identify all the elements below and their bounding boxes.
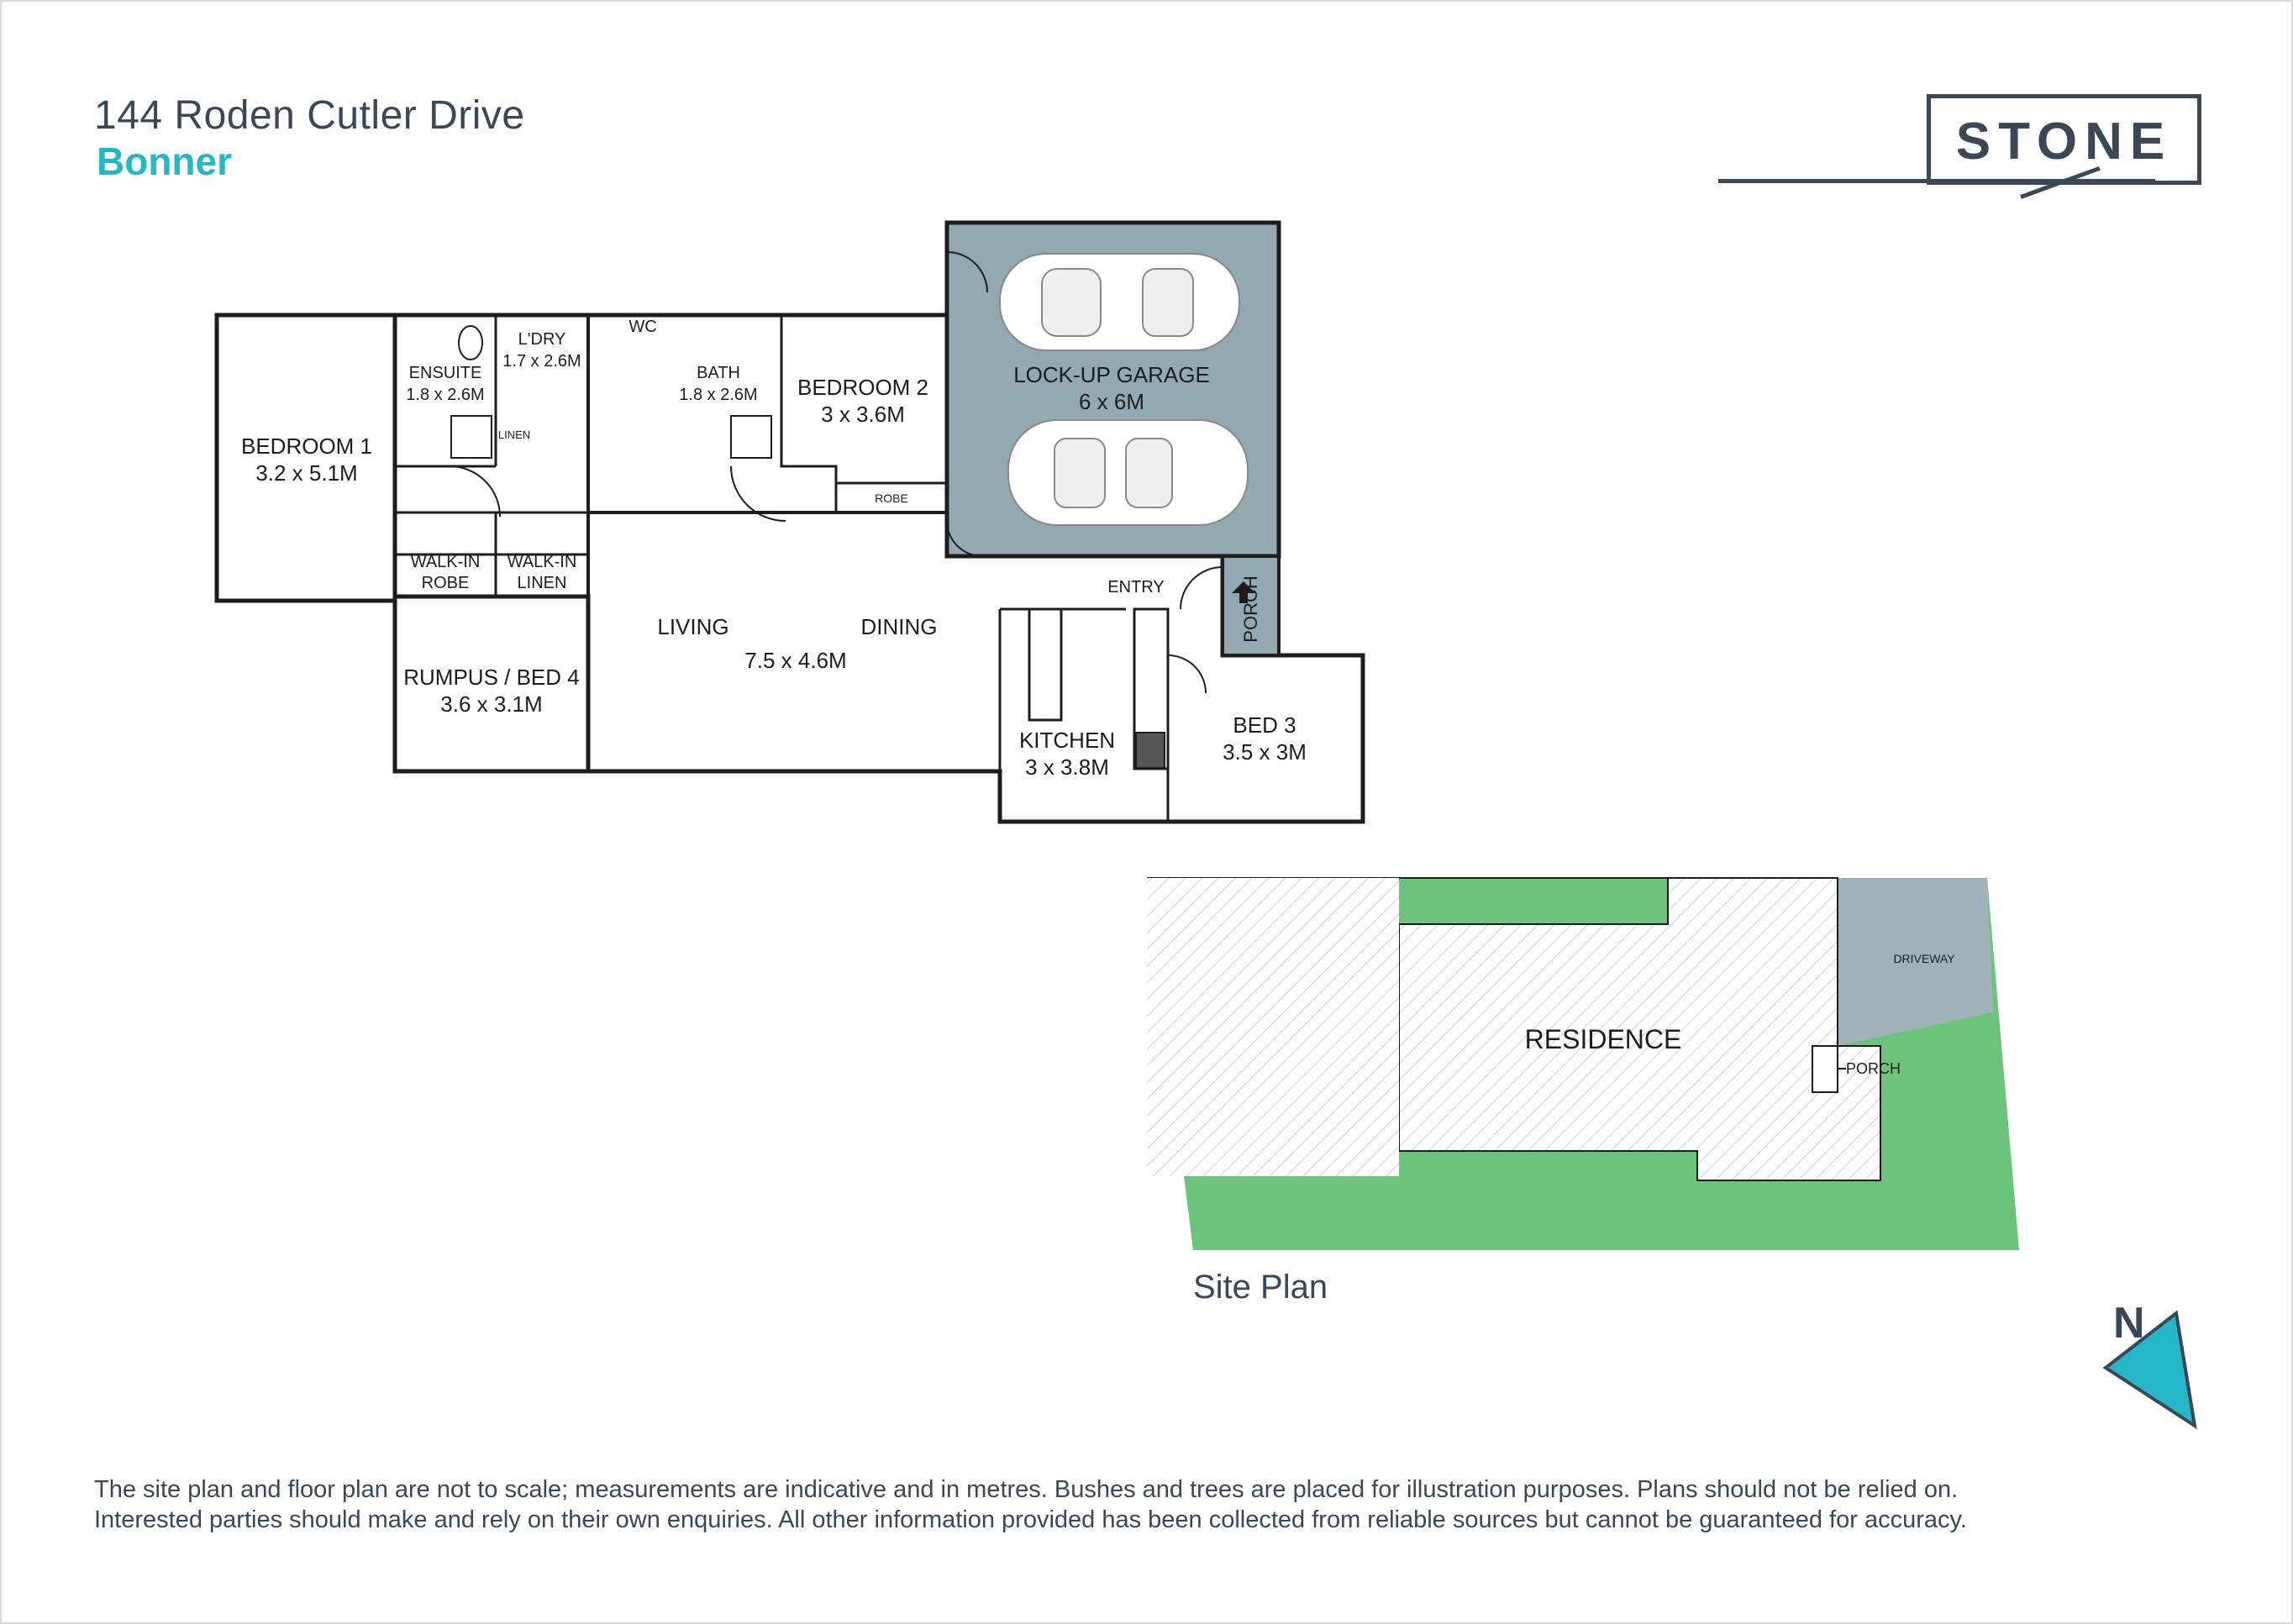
room-bed3-size: 3.5 x 3M (1223, 739, 1307, 765)
room-rumpus-name: RUMPUS / BED 4 (403, 665, 580, 690)
disclaimer-line-1: The site plan and floor plan are not to … (94, 1476, 1959, 1503)
toilet-icon (458, 325, 483, 360)
room-walkin-robe-name: WALK-IN (411, 553, 481, 571)
room-walkin-linen-name: WALK-IN (508, 553, 577, 571)
site-porch-label: PORCH (1846, 1060, 1901, 1077)
site-driveway-label: DRIVEWAY (1893, 952, 1955, 965)
svg-text:ROBE: ROBE (422, 574, 470, 592)
car-top-icon (999, 253, 1240, 351)
room-bedroom2-size: 3 x 3.6M (821, 402, 905, 427)
room-bath-size: 1.8 x 2.6M (679, 386, 757, 404)
site-porch-box (1812, 1045, 1838, 1093)
room-garage-name: LOCK-UP GARAGE (1013, 362, 1210, 387)
bath-vanity-icon (730, 415, 772, 459)
entry-arrow-icon (1232, 581, 1255, 603)
site-plan: RESIDENCE DRIVEWAY PORCH (1147, 877, 2019, 1250)
room-entry-name: ENTRY (1107, 578, 1164, 597)
room-laundry-name: L'DRY (518, 330, 566, 349)
disclaimer-line-2: Interested parties should make and rely … (94, 1506, 1967, 1533)
room-bath-name: BATH (697, 364, 740, 382)
room-kitchen-size: 3 x 3.8M (1025, 754, 1109, 780)
robe-box (835, 482, 948, 513)
porch-area (1221, 554, 1281, 657)
kitchen-island (1028, 607, 1063, 722)
room-bedroom1-name: BEDROOM 1 (241, 434, 372, 459)
floor-plan (214, 220, 1365, 824)
north-compass-icon: N (2102, 1299, 2197, 1430)
floor-plan-labels: BEDROOM 1 3.2 x 5.1M ENSUITE 1.8 x 2.6M … (241, 318, 1307, 780)
robe-label: ROBE (875, 491, 908, 505)
room-laundry-size: 1.7 x 2.6M (502, 352, 581, 371)
site-residence-label: RESIDENCE (1525, 1024, 1682, 1054)
room-kitchen-name: KITCHEN (1019, 728, 1115, 753)
property-suburb: Bonner (97, 139, 232, 183)
car-bottom-icon (1007, 419, 1249, 526)
disclaimer-text: The site plan and floor plan are not to … (94, 1474, 2211, 1535)
room-living-name: LIVING (657, 614, 728, 639)
room-rumpus-size: 3.6 x 3.1M (440, 691, 542, 717)
room-dining-size: 7.5 x 4.6M (744, 648, 846, 673)
room-ensuite-name: ENSUITE (409, 364, 482, 382)
linen-label: LINEN (498, 428, 530, 441)
site-plan-title: Site Plan (1193, 1269, 1328, 1306)
cooktop-icon (1135, 732, 1165, 769)
logo-text: STONE (1955, 113, 2173, 171)
room-bedroom1-size: 3.2 x 5.1M (255, 460, 357, 486)
property-address: 144 Roden Cutler Drive (94, 93, 525, 138)
room-garage-size: 6 x 6M (1079, 389, 1144, 414)
svg-text:LINEN: LINEN (518, 574, 567, 592)
room-wc-name: WC (628, 318, 656, 336)
residence-footprint (1147, 877, 1881, 1181)
room-bed3-name: BED 3 (1233, 712, 1296, 738)
room-bedroom2-name: BEDROOM 2 (797, 375, 928, 400)
room-ensuite-size: 1.8 x 2.6M (406, 386, 484, 404)
ensuite-vanity-icon (450, 415, 492, 459)
room-dining-name: DINING (861, 614, 938, 639)
driveway-area (1838, 878, 1993, 1046)
